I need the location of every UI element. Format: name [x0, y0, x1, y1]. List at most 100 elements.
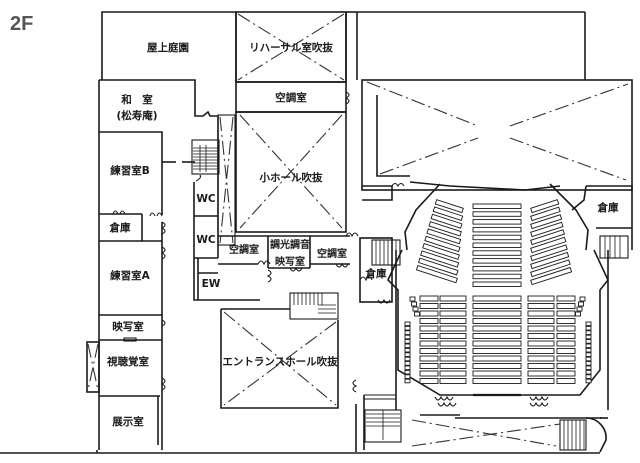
seat-row-upper-center	[472, 211, 522, 217]
seat-block-lower-far-left	[419, 363, 439, 369]
seat-row-upper-left	[430, 213, 463, 229]
seat-row-upper-right	[530, 229, 565, 246]
seat-row-upper-center	[472, 281, 522, 287]
seat-block-lower-far-left	[419, 303, 439, 309]
seat-block-lower-left	[439, 378, 467, 384]
seat-block-lower-left	[439, 333, 467, 339]
seat-block-lower-center	[472, 348, 522, 354]
label-ac-room-top: 空調室	[275, 91, 307, 104]
seat-block-lower-right	[527, 348, 555, 354]
seat-block-lower-right	[527, 378, 555, 384]
seat-row-upper-left	[422, 243, 460, 260]
seat-block-lower-far-right	[556, 340, 576, 347]
seat-block-lower-far-right	[556, 318, 576, 324]
seat-block-lower-center	[472, 340, 522, 347]
label-storage-center: 倉庫	[365, 267, 387, 280]
label-ac-room-mid-right: 空調室	[317, 247, 347, 260]
label-control-room: 調光調音	[270, 238, 310, 251]
seat-row-upper-center	[472, 273, 522, 280]
seat-block-lower-far-left	[419, 310, 439, 317]
seat-block-lower-far-left	[419, 333, 439, 339]
label-small-hall-void: 小ホール吹抜	[259, 171, 323, 184]
seat-side-right-upper	[576, 306, 583, 312]
seat-block-lower-far-left	[419, 355, 439, 362]
seat-row-upper-right	[530, 266, 573, 286]
seat-block-lower-far-right	[556, 370, 576, 377]
seat-side-left	[404, 321, 411, 327]
corridor-void	[217, 114, 236, 246]
seat-block-lower-far-left	[419, 325, 439, 332]
rooftop-garden-wall	[101, 11, 236, 80]
seat-block-lower-center	[472, 325, 522, 332]
seat-side-left	[404, 347, 411, 353]
seat-block-lower-right	[527, 303, 555, 309]
label-practice-room-b: 練習室B	[110, 164, 150, 177]
seat-block-lower-right	[527, 325, 555, 332]
seat-block-lower-left	[439, 295, 467, 302]
seat-side-right	[585, 374, 592, 379]
seat-block-lower-center	[472, 295, 522, 302]
seat-side-left	[404, 369, 411, 375]
spiral-stair	[559, 417, 608, 453]
seat-side-right	[585, 352, 592, 357]
label-japanese-room-sub: (松寿庵)	[116, 109, 157, 122]
seat-side-right	[585, 361, 592, 366]
seat-row-upper-left	[428, 221, 462, 237]
seat-row-upper-center	[472, 219, 522, 225]
seat-block-lower-far-right	[556, 348, 576, 354]
seat-block-lower-left	[439, 355, 467, 362]
seat-row-upper-right	[530, 199, 560, 214]
seat-block-lower-far-left	[419, 340, 439, 347]
seat-side-left	[404, 339, 411, 344]
seat-block-lower-far-right	[556, 378, 576, 384]
seat-side-left	[404, 365, 411, 371]
seat-side-right-upper	[575, 311, 581, 317]
seat-block-lower-far-left	[419, 348, 439, 354]
seat-block-lower-center	[472, 303, 522, 309]
seat-side-right	[585, 343, 592, 349]
seat-side-right	[585, 330, 592, 335]
seat-block-lower-far-right	[556, 355, 576, 362]
seat-block-lower-center	[472, 318, 522, 324]
seat-row-upper-center	[472, 242, 522, 248]
seat-block-lower-far-left	[419, 318, 439, 324]
label-projection-room-left: 映写室	[112, 320, 144, 333]
label-exhibition-room: 展示室	[112, 415, 144, 428]
practice-b-wall	[99, 131, 163, 215]
left-wing	[86, 11, 236, 450]
seat-row-upper-left	[434, 199, 464, 214]
seat-row-upper-left	[417, 257, 459, 276]
seat-row-upper-right	[530, 221, 564, 238]
label-wc-upper: WC	[196, 193, 216, 205]
seat-side-right	[585, 334, 592, 340]
label-ew: EW	[202, 278, 221, 290]
seat-row-upper-left	[415, 264, 458, 284]
seat-block-lower-center	[472, 333, 522, 339]
central-block	[216, 11, 586, 409]
seat-side-right	[585, 325, 592, 331]
label-av-room: 視聴覚室	[106, 355, 149, 368]
seat-block-lower-far-right	[556, 303, 576, 309]
label-rehearsal-void: リハーサル室吹抜	[249, 41, 333, 54]
seat-block-lower-left	[439, 318, 467, 324]
seat-side-left	[404, 330, 411, 335]
seat-row-upper-right	[530, 206, 561, 222]
seat-block-lower-left	[439, 310, 467, 317]
seat-side-right	[585, 339, 592, 344]
seat-block-lower-far-left	[419, 378, 439, 384]
seat-row-upper-center	[472, 226, 522, 233]
seat-block-lower-right	[527, 363, 555, 369]
seat-row-upper-center	[472, 234, 522, 241]
seat-row-upper-center	[472, 258, 522, 264]
seat-block-lower-far-right	[556, 363, 576, 369]
seat-block-lower-far-right	[556, 325, 576, 332]
seat-block-lower-right	[527, 333, 555, 339]
seat-block-lower-left	[439, 340, 467, 347]
seat-block-lower-left	[439, 325, 467, 332]
seat-block-lower-center	[472, 355, 522, 362]
seat-row-upper-right	[530, 259, 571, 278]
label-practice-room-a: 練習室A	[110, 269, 150, 282]
seat-side-left	[404, 361, 411, 366]
seat-block-lower-left	[439, 363, 467, 369]
seat-side-right	[585, 347, 592, 353]
